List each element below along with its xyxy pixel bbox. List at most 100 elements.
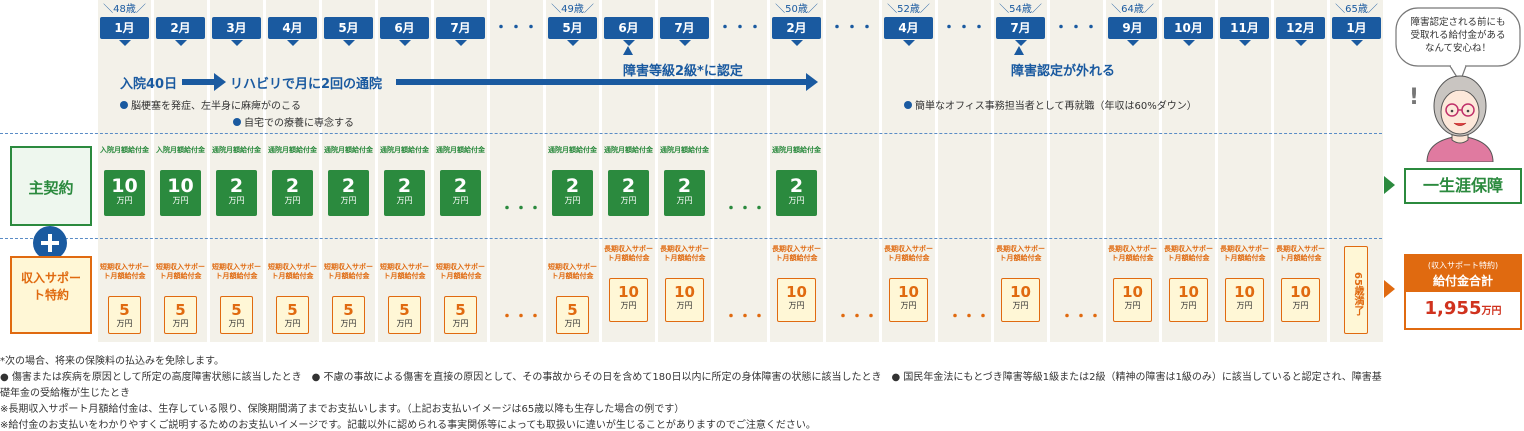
long-term-support-label: 長期収入サポート月額給付金 bbox=[1164, 245, 1213, 262]
month-pointer bbox=[286, 40, 299, 46]
support-value: 10 bbox=[1010, 283, 1031, 301]
outpatient-benefit-label: 通院月額給付金 bbox=[436, 146, 485, 154]
note-5: ※給付金のお支払いをわかりやすくご説明するためのお支払いイメージです。記載以外に… bbox=[0, 420, 816, 431]
month-pointer bbox=[342, 40, 355, 46]
month-pointer bbox=[1182, 40, 1195, 46]
short-term-support-label: 短期収入サポート月額給付金 bbox=[156, 263, 205, 280]
support-unit: 万円 bbox=[172, 319, 189, 328]
main-contract-label: 主契約 bbox=[10, 146, 92, 226]
month-label: 10月 bbox=[1164, 17, 1213, 39]
month-label: 6月 bbox=[380, 17, 429, 39]
support-value: 10 bbox=[1178, 283, 1199, 301]
benefit-unit: 万円 bbox=[172, 196, 189, 205]
short-term-support-label: 短期収入サポート月額給付金 bbox=[268, 263, 317, 280]
timeline-column-bg bbox=[938, 0, 991, 342]
month-pointer bbox=[230, 40, 243, 46]
support-row-ellipsis: ・・・ bbox=[500, 309, 542, 325]
benefit-value: 2 bbox=[229, 175, 244, 197]
month-ellipsis: ・・・ bbox=[718, 20, 763, 36]
support-value: 5 bbox=[175, 301, 186, 319]
short-term-support-label: 短期収入サポート月額給付金 bbox=[100, 263, 149, 280]
support-unit: 万円 bbox=[340, 319, 357, 328]
support-unit: 万円 bbox=[900, 301, 917, 310]
support-row-ellipsis: ・・・ bbox=[948, 309, 990, 325]
benefit-value: 10 bbox=[111, 175, 138, 197]
event-rehab: リハビリで月に2回の通院 bbox=[230, 77, 383, 92]
event-removed: 障害認定が外れる bbox=[1011, 64, 1116, 79]
month-label: 5月 bbox=[324, 17, 373, 39]
arrow-right-green-icon bbox=[1384, 176, 1395, 194]
benefit-unit: 万円 bbox=[340, 196, 357, 205]
support-value: 10 bbox=[1122, 283, 1143, 301]
total-benefit-header: (収入サポート特約) 給付金合計 bbox=[1406, 256, 1520, 292]
short-term-support-label: 短期収入サポート月額給付金 bbox=[380, 263, 429, 280]
total-benefit-subtitle: (収入サポート特約) bbox=[1427, 261, 1499, 270]
support-value: 5 bbox=[399, 301, 410, 319]
month-label: 1月 bbox=[100, 17, 149, 39]
month-label: 9月 bbox=[1108, 17, 1157, 39]
benefit-unit: 万円 bbox=[228, 196, 245, 205]
month-pointer bbox=[902, 40, 915, 46]
month-label: 1月 bbox=[1332, 17, 1381, 39]
outpatient-benefit-label: 通院月額給付金 bbox=[660, 146, 709, 154]
total-benefit-unit: 万円 bbox=[1481, 306, 1502, 317]
support-value: 10 bbox=[898, 283, 919, 301]
expiry-at-65-label: 65歳満了 bbox=[1344, 246, 1368, 334]
outpatient-benefit-label: 通院月額給付金 bbox=[212, 146, 261, 154]
speech-text: 障害認定される前にも受取れる給付金があるなんて安心ね！ bbox=[1410, 17, 1506, 54]
total-benefit-label: 給付金合計 bbox=[1432, 274, 1493, 288]
support-unit: 万円 bbox=[676, 301, 693, 310]
woman-avatar-icon: ! bbox=[1409, 75, 1494, 162]
month-label: 2月 bbox=[772, 17, 821, 39]
age-label: ＼54歳／ bbox=[999, 4, 1042, 15]
support-unit: 万円 bbox=[284, 319, 301, 328]
month-label: 12月 bbox=[1276, 17, 1325, 39]
support-unit: 万円 bbox=[1012, 301, 1029, 310]
month-label: 7月 bbox=[996, 17, 1045, 39]
month-pointer bbox=[118, 40, 131, 46]
long-term-support-label: 長期収入サポート月額給付金 bbox=[772, 245, 821, 262]
support-value: 5 bbox=[287, 301, 298, 319]
long-term-support-label: 長期収入サポート月額給付金 bbox=[1220, 245, 1269, 262]
support-value: 10 bbox=[618, 283, 639, 301]
note-2: ● 傷害または疾病を原因として所定の高度障害状態に該当したとき ● 不慮の事故に… bbox=[0, 372, 1382, 383]
event-disability: 障害等級2級*に認定 bbox=[623, 64, 743, 79]
hospital-benefit-label: 入院月額給付金 bbox=[156, 146, 205, 154]
benefit-value: 10 bbox=[167, 175, 194, 197]
benefit-value: 2 bbox=[565, 175, 580, 197]
benefit-value: 2 bbox=[285, 175, 300, 197]
total-benefit-box: (収入サポート特約) 給付金合計 1,955万円 bbox=[1404, 254, 1522, 330]
age-label: ＼64歳／ bbox=[1111, 4, 1154, 15]
plus-icon bbox=[33, 226, 67, 260]
month-ellipsis: ・・・ bbox=[1054, 20, 1099, 36]
support-row-ellipsis: ・・・ bbox=[724, 309, 766, 325]
outpatient-benefit-label: 通院月額給付金 bbox=[268, 146, 317, 154]
month-label: 11月 bbox=[1220, 17, 1269, 39]
long-term-support-label: 長期収入サポート月額給付金 bbox=[884, 245, 933, 262]
benefit-unit: 万円 bbox=[676, 196, 693, 205]
short-term-support-label: 短期収入サポート月額給付金 bbox=[436, 263, 485, 280]
support-unit: 万円 bbox=[564, 319, 581, 328]
benefit-unit: 万円 bbox=[620, 196, 637, 205]
benefit-value: 2 bbox=[453, 175, 468, 197]
row-separator-top bbox=[0, 133, 1382, 134]
month-pointer bbox=[1126, 40, 1139, 46]
month-pointer bbox=[174, 40, 187, 46]
support-unit: 万円 bbox=[1292, 301, 1309, 310]
support-unit: 万円 bbox=[620, 301, 637, 310]
